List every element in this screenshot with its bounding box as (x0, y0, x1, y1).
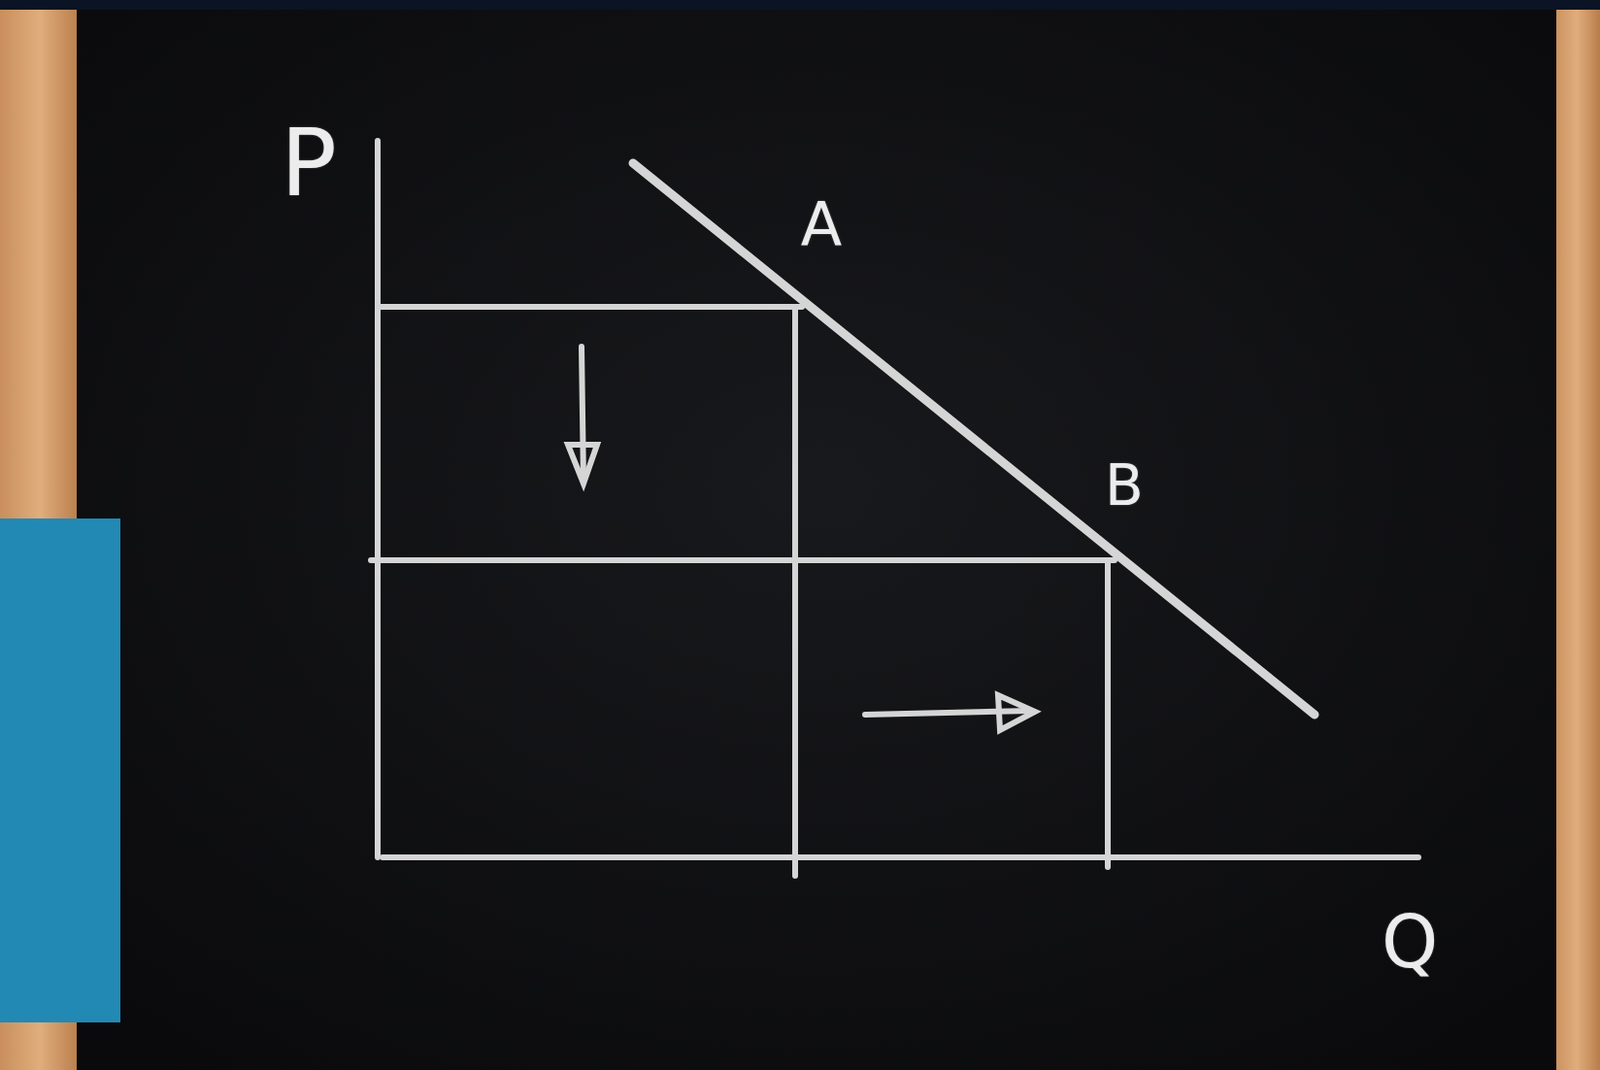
price-down-arrowhead (567, 444, 598, 484)
quantity-right-arrow (865, 710, 1032, 715)
demand-curve (633, 163, 1315, 715)
chalkboard (76, 9, 1557, 1070)
price-line-b (370, 557, 1115, 564)
price-line-a (377, 303, 802, 310)
quantity-line-a (792, 308, 799, 876)
quantity-right-arrowhead (998, 695, 1035, 731)
quantity-axis (382, 854, 1419, 861)
blue-accent-bar (0, 518, 121, 1023)
price-axis (374, 140, 381, 858)
price-axis-label: P (280, 116, 337, 210)
quantity-axis-label: Q (1381, 905, 1438, 978)
price-down-arrow (581, 346, 584, 483)
chalk-lines (370, 140, 1419, 876)
wood-frame-right (1553, 9, 1600, 1070)
quantity-line-b (1104, 563, 1111, 867)
point-label: A (800, 195, 842, 256)
point-label: B (1104, 457, 1144, 514)
